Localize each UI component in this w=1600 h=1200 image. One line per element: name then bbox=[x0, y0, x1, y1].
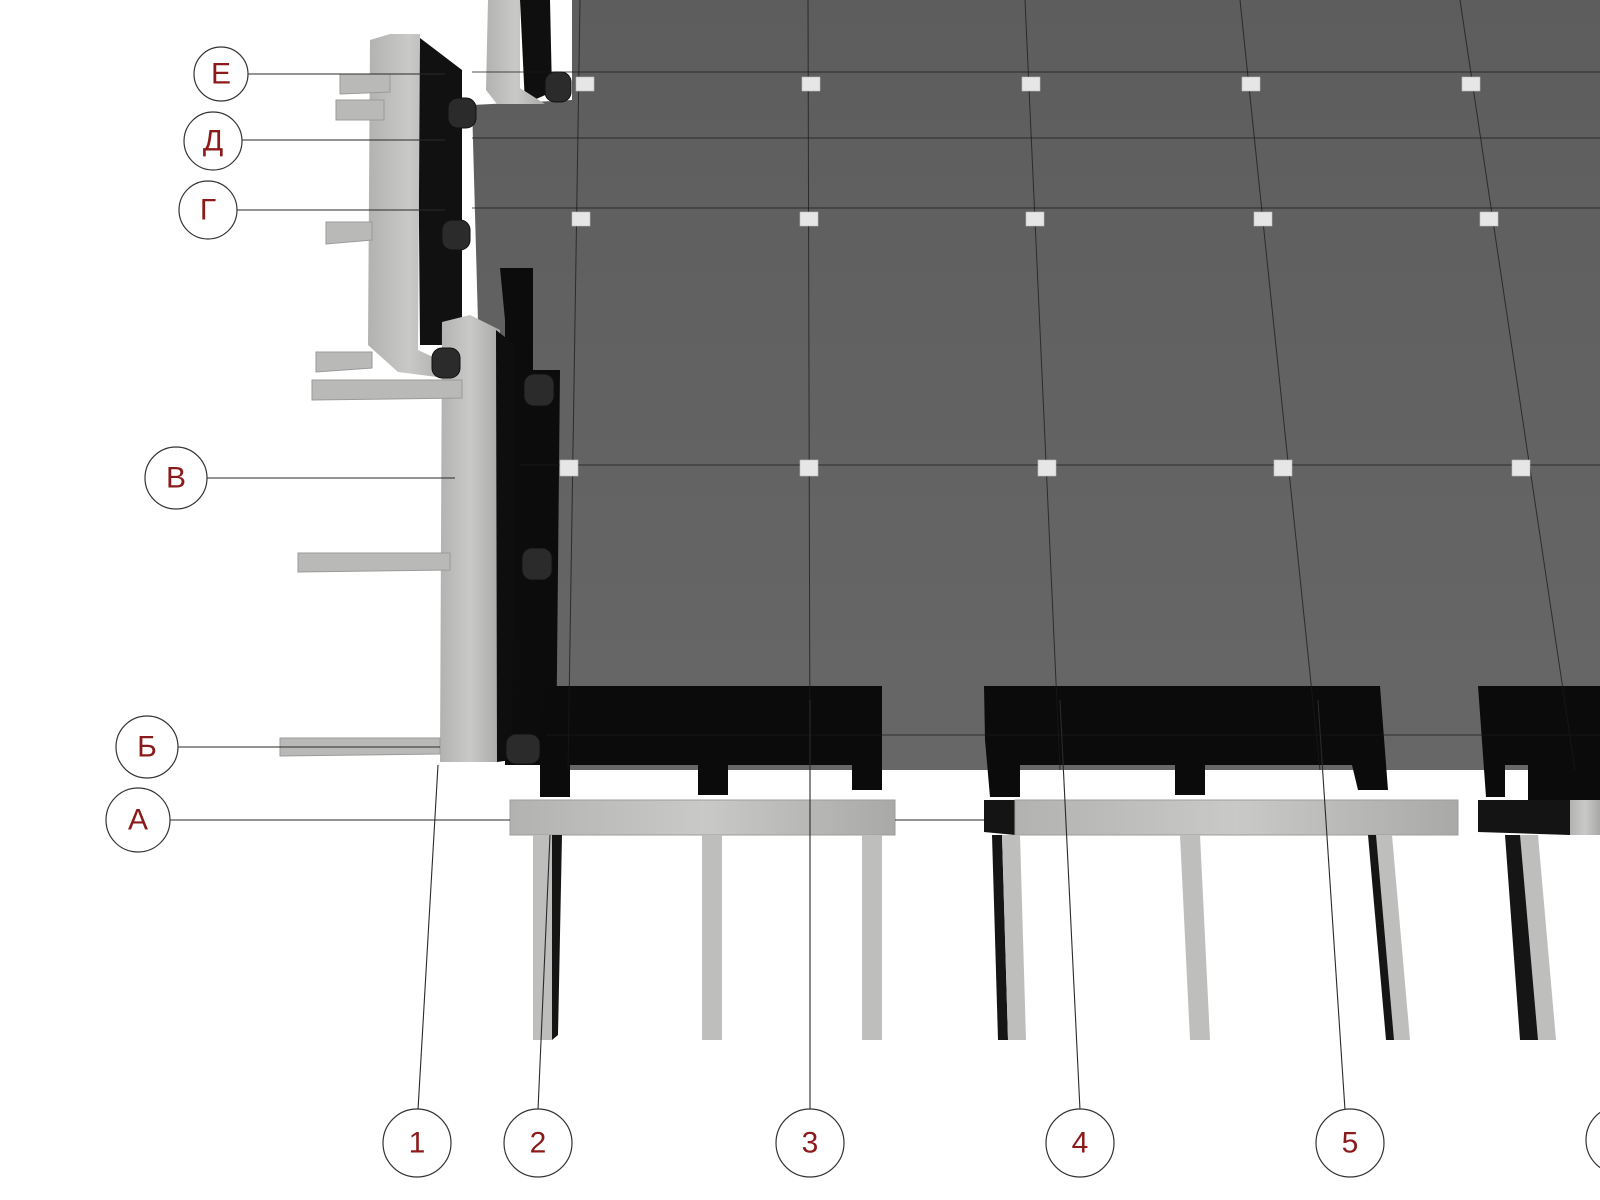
axis-bubble-e: Е bbox=[193, 46, 249, 102]
axis-bubble-d: Д bbox=[183, 111, 243, 171]
svg-text:Б: Б bbox=[137, 731, 157, 764]
axis-leader-lines bbox=[168, 73, 1346, 1111]
floor-slab bbox=[472, 0, 1600, 770]
axis-bubble-g: Г bbox=[178, 180, 238, 240]
axis-bubble-b: Б bbox=[115, 715, 179, 779]
wall-axis-v bbox=[440, 315, 500, 762]
svg-text:5: 5 bbox=[1342, 1127, 1359, 1160]
cylinder-supports bbox=[431, 71, 572, 765]
wall-axis-e-g bbox=[368, 34, 450, 378]
svg-text:3: 3 bbox=[802, 1127, 819, 1160]
slab-node-markers bbox=[559, 76, 1531, 477]
edge-beam-top-left bbox=[418, 38, 462, 345]
svg-text:Д: Д bbox=[203, 125, 223, 158]
axis-bubble-2: 2 bbox=[503, 1108, 573, 1178]
bottom-frames bbox=[540, 686, 1600, 800]
axis-bubble-partial bbox=[1585, 1111, 1600, 1169]
svg-text:Е: Е bbox=[211, 58, 231, 91]
svg-text:2: 2 bbox=[530, 1127, 547, 1160]
svg-text:В: В bbox=[166, 462, 186, 495]
slab-grid-lines bbox=[472, 0, 1600, 771]
wall-top-stub bbox=[486, 0, 545, 104]
svg-text:Г: Г bbox=[200, 194, 216, 227]
axis-bubble-4: 4 bbox=[1045, 1108, 1115, 1178]
svg-text:4: 4 bbox=[1072, 1127, 1089, 1160]
wall-axis-v-side bbox=[496, 330, 515, 762]
axis-bubble-5: 5 bbox=[1315, 1108, 1385, 1178]
axis-bubble-3: 3 bbox=[775, 1108, 845, 1178]
svg-text:А: А bbox=[128, 804, 148, 837]
svg-text:1: 1 bbox=[409, 1127, 426, 1160]
beam-axis-a bbox=[509, 799, 1600, 836]
top-beam-stub bbox=[520, 0, 552, 104]
posts-below-axis-a bbox=[533, 835, 1556, 1040]
axis-bubble-a: А bbox=[105, 787, 171, 853]
cantilever-stubs bbox=[279, 73, 463, 757]
axis-bubble-1: 1 bbox=[382, 1108, 452, 1178]
axis-bubble-v: В bbox=[144, 446, 208, 510]
